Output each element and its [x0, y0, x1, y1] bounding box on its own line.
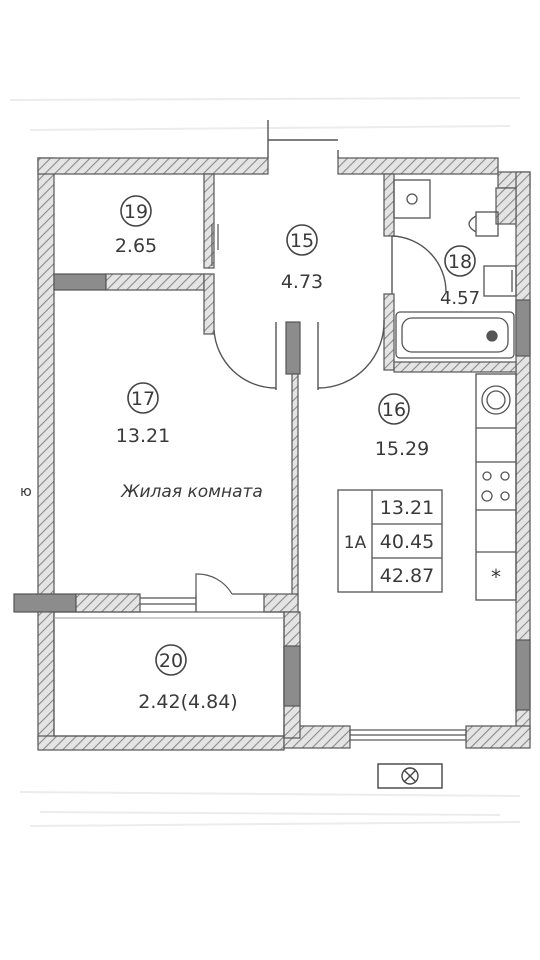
- total-area-value: 40.45: [380, 531, 434, 553]
- room-19-label: 19 2.65: [115, 195, 157, 257]
- room-15-label: 15 4.73: [281, 224, 323, 293]
- room-16-label: 16 15.29: [375, 393, 429, 460]
- svg-text:16: 16: [382, 399, 406, 421]
- svg-text:Жилая комната: Жилая комната: [120, 482, 263, 502]
- room-20-label: 20 2.42(4.84): [138, 644, 238, 713]
- balcony: [53, 611, 285, 737]
- kitchen-star-mark: *: [491, 565, 501, 589]
- vent-unit: [377, 763, 443, 789]
- svg-text:4.73: 4.73: [281, 271, 323, 293]
- svg-text:15: 15: [290, 230, 314, 252]
- svg-text:19: 19: [124, 201, 148, 223]
- room-doors: [213, 319, 385, 390]
- bathroom-fixtures: [393, 179, 517, 359]
- living-area-value: 13.21: [380, 497, 434, 519]
- svg-text:2.65: 2.65: [115, 235, 157, 257]
- apartment-type: 1A: [344, 533, 367, 553]
- edge-mark: ю: [20, 484, 32, 500]
- room-17-label: 17 13.21 Жилая комната: [116, 382, 263, 502]
- svg-text:15.29: 15.29: [375, 438, 429, 460]
- bathroom-door: [391, 235, 447, 294]
- total-with-balcony-value: 42.87: [380, 565, 434, 587]
- svg-text:2.42(4.84): 2.42(4.84): [138, 691, 237, 713]
- scan-artifacts: [9, 97, 521, 827]
- area-summary-table: [337, 489, 443, 593]
- svg-text:17: 17: [131, 388, 155, 410]
- svg-text:13.21: 13.21: [116, 425, 170, 447]
- balcony-door: [140, 573, 264, 612]
- kitchen-fixtures: [475, 373, 517, 601]
- svg-text:18: 18: [448, 251, 472, 273]
- kitchen-window: [349, 729, 467, 741]
- storage-door: [211, 224, 219, 266]
- room-18-label: 18 4.57: [440, 245, 480, 309]
- entrance-door: [267, 120, 339, 158]
- svg-text:4.57: 4.57: [440, 288, 480, 309]
- svg-text:20: 20: [159, 650, 183, 672]
